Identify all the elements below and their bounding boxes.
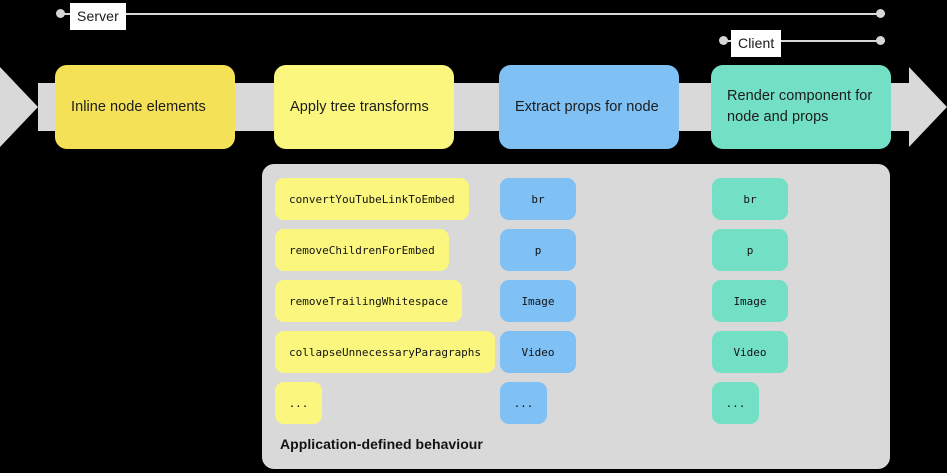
pill-prop[interactable]: p [500,229,576,271]
client-scope-end-dot [876,36,885,45]
pill-transform[interactable]: collapseUnnecessaryParagraphs [275,331,496,373]
pill-column-props: br p Image Video ... [500,178,576,424]
stage-label: Render component for node and props [727,88,873,125]
pill-prop[interactable]: Image [500,280,576,322]
pill-prop-more[interactable]: ... [500,382,547,424]
pill-component[interactable]: Image [712,280,788,322]
stage-extract-props-for-node[interactable]: Extract props for node [499,65,679,149]
pill-transform-more[interactable]: ... [275,382,322,424]
client-scope-start-dot [719,36,728,45]
panel-title: Application-defined behaviour [280,436,483,452]
pill-transform[interactable]: removeTrailingWhitespace [275,280,462,322]
pill-prop[interactable]: br [500,178,576,220]
pill-component-more[interactable]: ... [712,382,759,424]
stage-label: Extract props for node [515,98,659,115]
server-scope-start-dot [56,9,65,18]
pill-column-transforms: convertYouTubeLinkToEmbed removeChildren… [275,178,496,424]
stage-label: Apply tree transforms [290,98,429,115]
client-scope-label: Client [731,30,782,57]
pill-prop[interactable]: Video [500,331,576,373]
client-scope-line [724,40,885,42]
server-scope-line [61,13,885,15]
server-scope-end-dot [876,9,885,18]
pill-transform[interactable]: removeChildrenForEmbed [275,229,449,271]
pill-transform[interactable]: convertYouTubeLinkToEmbed [275,178,469,220]
pill-component[interactable]: br [712,178,788,220]
server-scope-label: Server [70,3,126,30]
pill-component[interactable]: p [712,229,788,271]
pill-component[interactable]: Video [712,331,788,373]
pill-column-render: br p Image Video ... [712,178,788,424]
flow-arrow-left-head-icon [0,67,38,147]
stage-render-component[interactable]: Render component for node and props [711,65,891,149]
application-defined-behaviour-panel: convertYouTubeLinkToEmbed removeChildren… [262,164,890,469]
stage-inline-node-elements[interactable]: Inline node elements [55,65,235,149]
flow-arrow-right-head-icon [909,67,947,147]
stage-label: Inline node elements [71,98,206,115]
stage-apply-tree-transforms[interactable]: Apply tree transforms [274,65,454,149]
